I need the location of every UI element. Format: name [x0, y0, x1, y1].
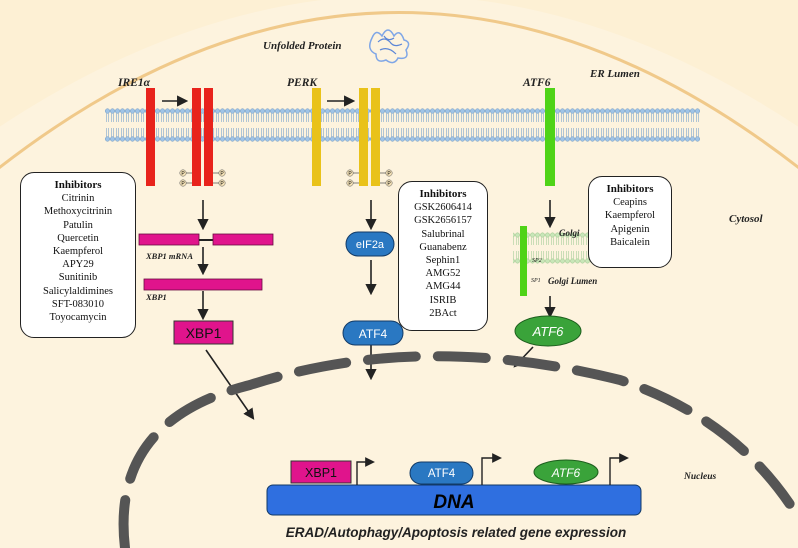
- atf6-active-label: ATF6: [532, 324, 565, 339]
- phospho-label: P: [387, 181, 391, 187]
- perk-label: PERK: [287, 77, 318, 89]
- atf4-label: ATF4: [359, 327, 388, 341]
- ire1-inhibitor-item: Toyocamycin: [49, 312, 107, 324]
- ire1-monomer: [146, 88, 155, 186]
- atf6-active-ellipse: [514, 315, 582, 347]
- er-lumen-region: [0, 0, 798, 127]
- dna-bar: [266, 484, 642, 516]
- er-membrane-outline: [0, 11, 798, 170]
- perk-monomer: [312, 88, 321, 186]
- promoter-atf4-pill: [409, 461, 474, 485]
- tss-arrow-atf6: [609, 453, 629, 485]
- ire1a-label: IRE1α: [117, 77, 151, 89]
- tss-arrow-xbp1: [356, 457, 375, 485]
- ire1-inhibitor-item: Methoxycitrinin: [43, 206, 113, 218]
- ire1-inhibitor-item: SFT-083010: [51, 298, 105, 310]
- er-lumen-label: ER Lumen: [589, 68, 640, 80]
- promoter-xbp1-label: XBP1: [305, 466, 337, 480]
- atf6-sensor: [545, 88, 555, 186]
- ire1-dimer-b: [204, 88, 213, 186]
- perk-dimer-a: [359, 88, 368, 186]
- ire1-inhibitor-item: Sunitinib: [58, 272, 98, 284]
- perk-inhibitor-item: GSK2606414: [414, 202, 472, 214]
- nucleus-label: Nucleus: [683, 472, 717, 482]
- atf4-pill: [342, 320, 404, 346]
- ire1-inhibitor-item: Quercetin: [57, 232, 99, 244]
- eif2a-label: eIF2a: [356, 239, 385, 251]
- phospho-label: P: [387, 171, 391, 177]
- xbp1-mrna-exon-1: [138, 233, 200, 246]
- perk-inhibitor-item: Guanabenz: [419, 241, 467, 253]
- perk-inhibitor-item: Sephin1: [425, 255, 461, 267]
- phospho-label: P: [348, 171, 352, 177]
- xbp1-mrna-exon-2: [212, 233, 274, 246]
- dna-label: DNA: [433, 492, 474, 513]
- eif2a-pill: [345, 231, 395, 257]
- promoter-atf4-label: ATF4: [428, 468, 456, 480]
- perk-inhibitor-item: AMG44: [425, 281, 461, 293]
- golgi-label: Golgi: [559, 228, 580, 238]
- promoter-atf6-label: ATF6: [551, 466, 581, 480]
- atf6-inhibitors-title: Inhibitors: [606, 183, 654, 195]
- cytosol-label: Cytosol: [729, 213, 764, 225]
- perk-inhibitor-item: AMG52: [425, 268, 461, 280]
- xbp1-spliced-label: XBP1: [145, 292, 167, 302]
- sp2-label: SP2: [532, 258, 542, 264]
- unfolded-protein-label: Unfolded Protein: [263, 40, 342, 52]
- atf6-inhibitor-item: Ceapins: [613, 197, 647, 209]
- ire1-inhibitor-item: Patulin: [63, 219, 93, 231]
- unfolded-protein-icon: [369, 29, 410, 64]
- perk-phospho-group: P P P P: [346, 169, 393, 187]
- promoter-xbp1-box: [290, 460, 352, 484]
- tss-arrow-atf4: [481, 453, 502, 485]
- xbp1-protein-box: [173, 320, 234, 345]
- perk-inhibitor-item: ISRIB: [429, 294, 457, 306]
- ire1-inhibitor-item: APY29: [62, 259, 94, 271]
- sp1-label: SP1: [531, 278, 541, 284]
- ire1-inhibitor-item: Salicylaldimines: [43, 285, 113, 297]
- atf6-inhibitor-item: Apigenin: [610, 223, 650, 235]
- phospho-label: P: [181, 181, 185, 187]
- atf6-sensor-label: ATF6: [522, 77, 551, 89]
- promoter-atf6-ellipse: [533, 459, 599, 485]
- perk-inhibitors-title: Inhibitors: [419, 188, 467, 200]
- ire1-inhibitor-item: Citrinin: [61, 193, 95, 205]
- perk-inhibitor-item: 2BAct: [429, 307, 457, 319]
- nuclear-envelope: [118, 351, 798, 548]
- phospho-label: P: [220, 181, 224, 187]
- perk-dimer-b: [371, 88, 380, 186]
- ire1-dimer-a: [192, 88, 201, 186]
- phospho-label: P: [181, 171, 185, 177]
- atf6-inhibitor-item: Baicalein: [610, 236, 650, 248]
- gene-expression-caption: ERAD/Autophagy/Apoptosis related gene ex…: [286, 525, 627, 540]
- perk-inhibitor-item: Salubrinal: [421, 228, 465, 240]
- golgi-lumen-label: Golgi Lumen: [548, 276, 597, 286]
- atf6-inhibitor-item: Kaempferol: [604, 210, 656, 222]
- ire1-phospho-group: P P P P: [179, 169, 226, 187]
- ire1-inhibitors-title: Inhibitors: [54, 179, 102, 191]
- xbp1-spliced-mrna: [143, 278, 263, 291]
- perk-inhibitor-item: GSK2656157: [414, 215, 472, 227]
- phospho-label: P: [348, 181, 352, 187]
- atf6-golgi-fragment: [520, 226, 527, 296]
- arrow-xbp1-to-nucleus: [205, 349, 255, 420]
- ire1-inhibitor-item: Kaempferol: [52, 246, 104, 258]
- xbp1-mrna-label: XBP1 mRNA: [145, 251, 193, 261]
- xbp1-protein-label: XBP1: [186, 325, 222, 341]
- phospho-label: P: [220, 171, 224, 177]
